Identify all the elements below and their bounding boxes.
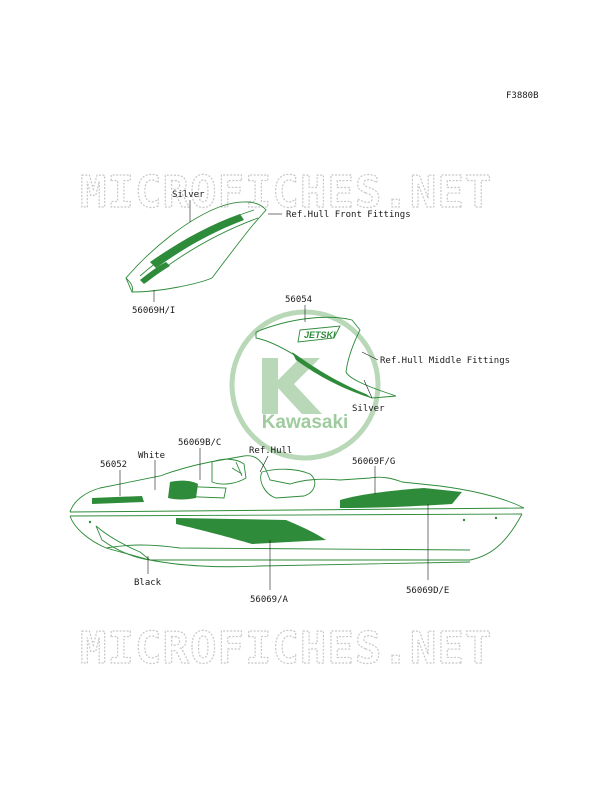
- label-part-b-c: 56069B/C: [178, 438, 221, 448]
- label-ref-hull: Ref.Hull: [249, 446, 292, 456]
- hull-front-fitting-decal: [125, 201, 267, 293]
- label-white: White: [138, 451, 165, 461]
- label-part-a: 56069/A: [250, 595, 289, 605]
- leader-ref-hull: [259, 455, 269, 473]
- hull-middle-fitting-decal: JETSKI: [255, 316, 397, 399]
- logo-text: Kawasaki: [262, 412, 349, 433]
- label-part-f-g: 56069F/G: [352, 457, 395, 467]
- label-ref-middle: Ref.Hull Middle Fittings: [380, 356, 510, 366]
- watermark-top: MICROFICHES.NET: [80, 167, 492, 218]
- label-part-d-e: 56069D/E: [406, 586, 449, 596]
- leader-ref-middle: [361, 351, 379, 361]
- decal-logo-mark: JETSKI: [304, 330, 336, 340]
- label-silver-mid: Silver: [352, 404, 385, 414]
- hull-side-view: [69, 455, 525, 568]
- watermark-bottom: MICROFICHES.NET: [80, 623, 492, 674]
- label-part-h-i: 56069H/I: [132, 306, 175, 316]
- label-ref-front: Ref.Hull Front Fittings: [286, 210, 411, 220]
- figure-code: F3880B: [506, 91, 539, 101]
- label-black: Black: [134, 578, 162, 588]
- label-56052: 56052: [100, 460, 127, 470]
- leader-silver-mid: [363, 379, 373, 399]
- label-56054: 56054: [285, 295, 312, 305]
- label-silver-top: Silver: [172, 190, 205, 200]
